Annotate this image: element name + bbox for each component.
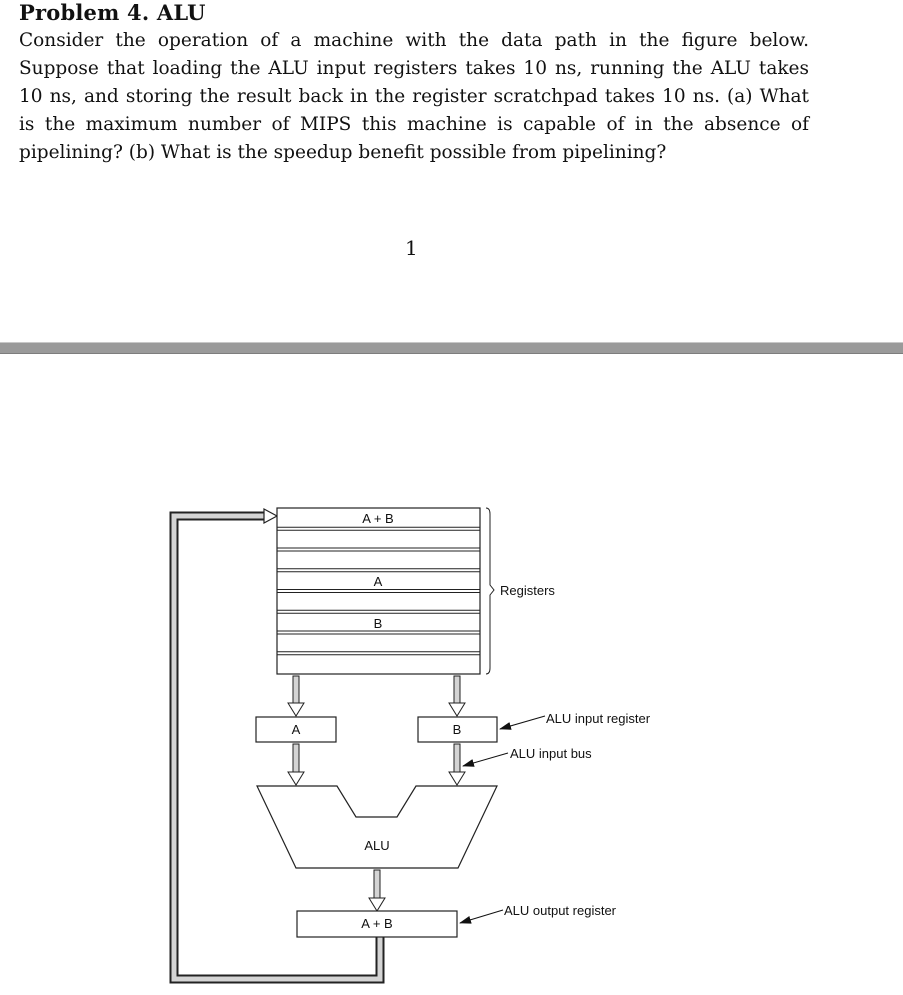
alu-input-register-a <box>255 716 337 743</box>
bus-to-input-b <box>448 675 466 717</box>
output-register-label: A + B <box>361 916 392 931</box>
register-row-label: B <box>374 616 383 631</box>
input-register-a-label: A <box>292 722 301 737</box>
page-number: 1 <box>405 236 418 260</box>
register-row-label: A + B <box>362 511 393 526</box>
problem-text: Consider the operation of a machine with… <box>19 30 809 163</box>
callout-alu-input-bus: ALU input bus <box>510 746 592 761</box>
register-file: A + B A B <box>276 507 481 675</box>
feedback-bus <box>169 507 385 984</box>
callout-arrow-output-register <box>459 909 504 924</box>
callout-alu-input-register: ALU input register <box>546 711 651 726</box>
registers-label: Registers <box>500 583 555 598</box>
bus-to-input-a <box>287 675 305 717</box>
callout-arrow-input-register <box>499 715 546 730</box>
register-row-label: A <box>374 574 383 589</box>
alu-input-bus-b <box>448 743 466 786</box>
alu-output-bus <box>368 869 386 912</box>
problem-title: Problem 4. ALU <box>19 0 206 25</box>
callout-arrow-input-bus <box>462 752 509 767</box>
alu-input-bus-a <box>287 743 305 786</box>
alu-output-register <box>296 910 458 938</box>
page-divider <box>0 342 903 354</box>
alu-unit <box>256 785 498 869</box>
registers-brace <box>485 507 495 675</box>
input-register-b-label: B <box>453 722 462 737</box>
alu-label: ALU <box>364 838 389 853</box>
alu-input-register-b <box>417 716 498 743</box>
callout-alu-output-register: ALU output register <box>504 903 617 918</box>
